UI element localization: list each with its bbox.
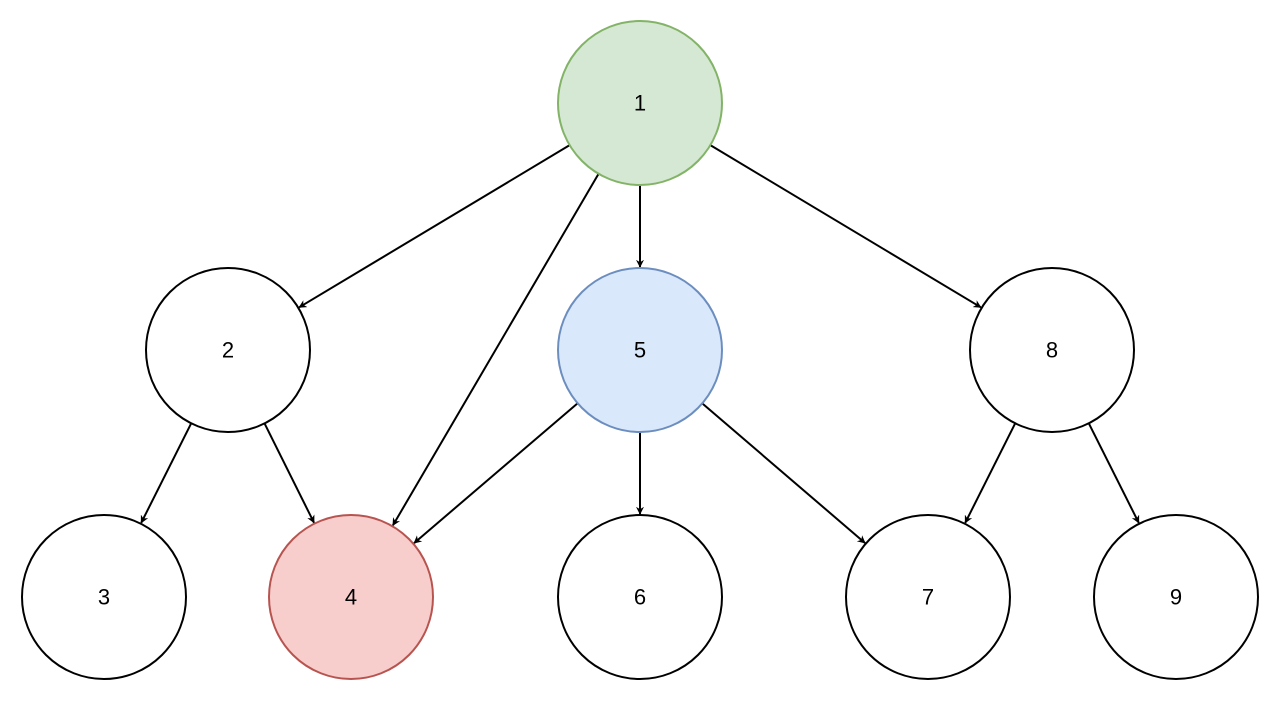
node-label: 1	[634, 91, 646, 116]
node-circle	[969, 267, 1135, 433]
node-circle	[21, 514, 187, 680]
node-1: 1	[557, 20, 723, 186]
edge-5-to-4	[413, 402, 579, 544]
node-circle	[145, 267, 311, 433]
node-label: 2	[222, 338, 234, 363]
node-6: 6	[557, 514, 723, 680]
node-2: 2	[145, 267, 311, 433]
edge-2-to-3	[140, 422, 193, 524]
node-label: 8	[1046, 338, 1058, 363]
node-label: 5	[634, 338, 646, 363]
edges-layer	[140, 144, 1140, 544]
node-9: 9	[1093, 514, 1259, 680]
node-circle	[268, 514, 434, 680]
node-label: 6	[634, 585, 646, 610]
node-circle	[557, 267, 723, 433]
node-5: 5	[557, 267, 723, 433]
node-label: 7	[922, 585, 934, 610]
nodes-layer: 1 2 5 8 3 4 6 7 9	[21, 20, 1259, 680]
edge-1-to-4	[392, 173, 600, 527]
edge-2-to-4	[263, 422, 315, 524]
edge-1-to-2	[298, 144, 571, 309]
edge-5-to-7	[701, 402, 866, 544]
node-circle	[1093, 514, 1259, 680]
node-label: 4	[345, 585, 357, 610]
edge-8-to-9	[1087, 422, 1140, 524]
node-4: 4	[268, 514, 434, 680]
node-label: 9	[1170, 585, 1182, 610]
node-7: 7	[845, 514, 1011, 680]
node-circle	[557, 20, 723, 186]
edge-1-to-8	[709, 144, 982, 309]
node-circle	[845, 514, 1011, 680]
node-circle	[557, 514, 723, 680]
node-8: 8	[969, 267, 1135, 433]
node-label: 3	[98, 585, 110, 610]
edge-8-to-7	[964, 422, 1017, 524]
node-3: 3	[21, 514, 187, 680]
